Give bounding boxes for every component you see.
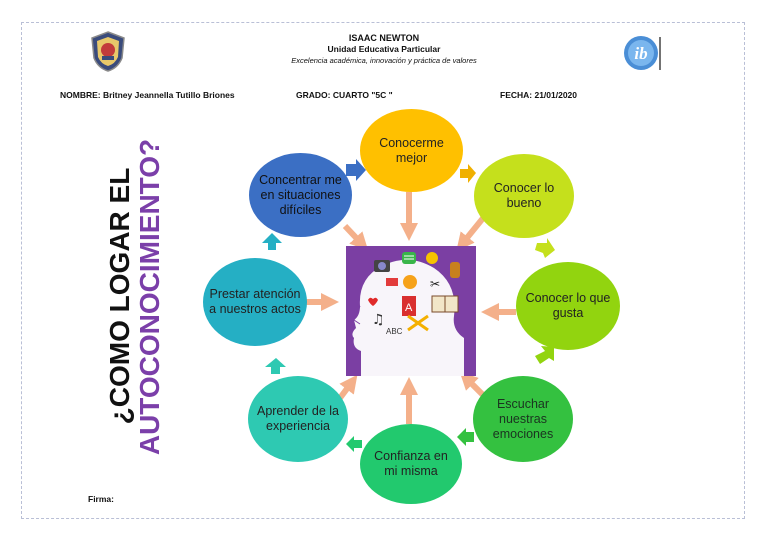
student-date: FECHA: 21/01/2020 — [500, 90, 578, 100]
school-name: ISAAC NEWTON — [348, 33, 420, 43]
school-crest-icon — [91, 31, 125, 72]
svg-text:A: A — [405, 302, 413, 314]
node-conocer-lo-que-gusta: Conocer lo que gusta — [516, 262, 620, 350]
signature-label: Firma: — [88, 494, 114, 504]
node-aprender-de-la-experiencia: Aprender de la experiencia — [248, 376, 348, 462]
node-label: Prestar atención a nuestros actos — [209, 287, 301, 316]
node-label: Escuchar nuestras emociones — [492, 396, 554, 441]
ring-arrow — [346, 159, 366, 181]
node-confianza-en-mi-misma: Confianza en mi misma — [360, 424, 462, 504]
node-label: Conocer lo bueno — [493, 181, 555, 210]
node-escuchar-nuestras-emociones: Escuchar nuestras emociones — [473, 376, 573, 462]
node-concentrar-me: Concentrar me en situaciones difíciles — [249, 153, 352, 237]
page-border — [21, 22, 745, 519]
svg-text:ib: ib — [634, 44, 647, 63]
head-profile-with-icons-icon: ✂ A ♫ ABC — [346, 246, 476, 376]
node-label: Aprender de la experiencia — [256, 404, 339, 433]
school-type: Unidad Educativa Particular — [327, 44, 441, 54]
ib-logo-icon: ib — [624, 36, 661, 70]
school-header: ISAAC NEWTON Unidad Educativa Particular… — [0, 33, 768, 66]
node-label: Confianza en mi misma — [374, 449, 448, 478]
svg-text:✂: ✂ — [430, 277, 440, 291]
node-prestar-atencion: Prestar atención a nuestros actos — [203, 258, 307, 346]
node-conocerme-mejor: Conocerme mejor — [360, 109, 463, 192]
student-grade: GRADO: CUARTO "5C " — [296, 90, 393, 100]
school-tagline: Excelencia académica, innovación y práct… — [291, 56, 477, 65]
svg-text:ABC: ABC — [386, 327, 403, 336]
node-conocer-lo-bueno: Conocer lo bueno — [474, 154, 574, 238]
svg-text:♫: ♫ — [372, 312, 385, 328]
node-label: Conocerme mejor — [379, 135, 444, 165]
student-name: NOMBRE: Britney Jeannella Tutillo Brione… — [60, 90, 235, 100]
node-label: Conocer lo que gusta — [525, 291, 611, 320]
node-label: Concentrar me en situaciones difíciles — [259, 172, 342, 217]
